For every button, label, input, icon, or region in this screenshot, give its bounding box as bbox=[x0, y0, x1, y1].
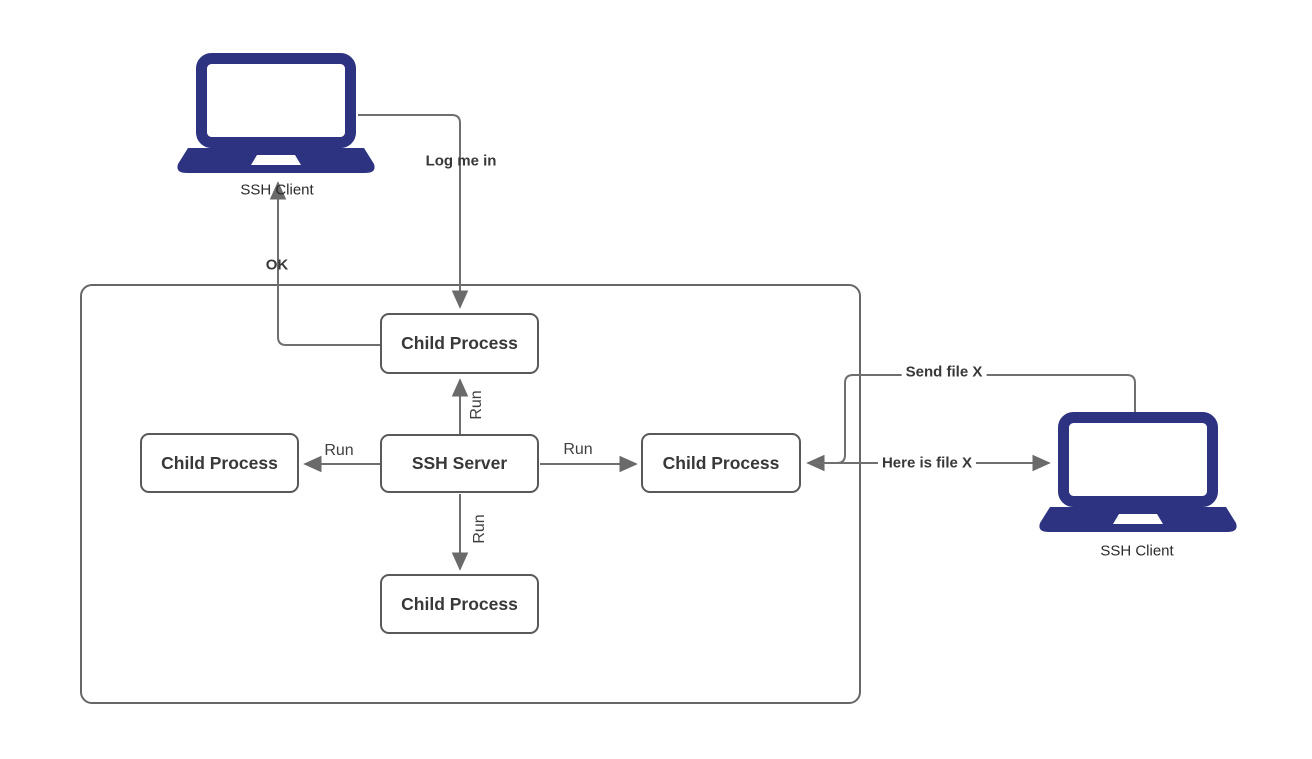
child-process-box-left: Child Process bbox=[140, 433, 299, 493]
edge-ok bbox=[269, 181, 380, 346]
child-process-label: Child Process bbox=[662, 452, 780, 473]
edge-send-file-x bbox=[806, 374, 1136, 472]
edge-label-send-file-x: Send file X bbox=[901, 363, 987, 381]
child-process-box-top: Child Process bbox=[380, 313, 539, 374]
child-process-label: Child Process bbox=[401, 333, 518, 353]
child-process-box-right: Child Process bbox=[641, 433, 801, 493]
ssh-server-box: SSH Server bbox=[380, 434, 539, 493]
server-boundary-box bbox=[80, 284, 861, 704]
ssh-client-label-right: SSH Client bbox=[1100, 542, 1174, 560]
edge-label-here-is-file-x: Here is file X bbox=[877, 454, 977, 472]
ssh-server-label: SSH Server bbox=[411, 453, 508, 473]
laptop-icon-right bbox=[1039, 412, 1237, 532]
edge-label-ok: OK bbox=[265, 256, 289, 274]
edge-label-log-me-in: Log me in bbox=[425, 152, 497, 170]
child-process-box-bottom: Child Process bbox=[380, 574, 539, 634]
laptop-icon-left bbox=[177, 53, 375, 173]
edge-label-run-up: Run bbox=[468, 390, 485, 420]
child-process-label: Child Process bbox=[401, 593, 518, 614]
edge-label-run-right: Run bbox=[563, 441, 593, 458]
edge-label-run-down: Run bbox=[471, 514, 488, 544]
child-process-label: Child Process bbox=[161, 452, 278, 473]
ssh-client-label-left: SSH Client bbox=[240, 181, 314, 199]
edge-label-run-left: Run bbox=[324, 442, 354, 459]
edge-log-me-in bbox=[358, 114, 469, 309]
